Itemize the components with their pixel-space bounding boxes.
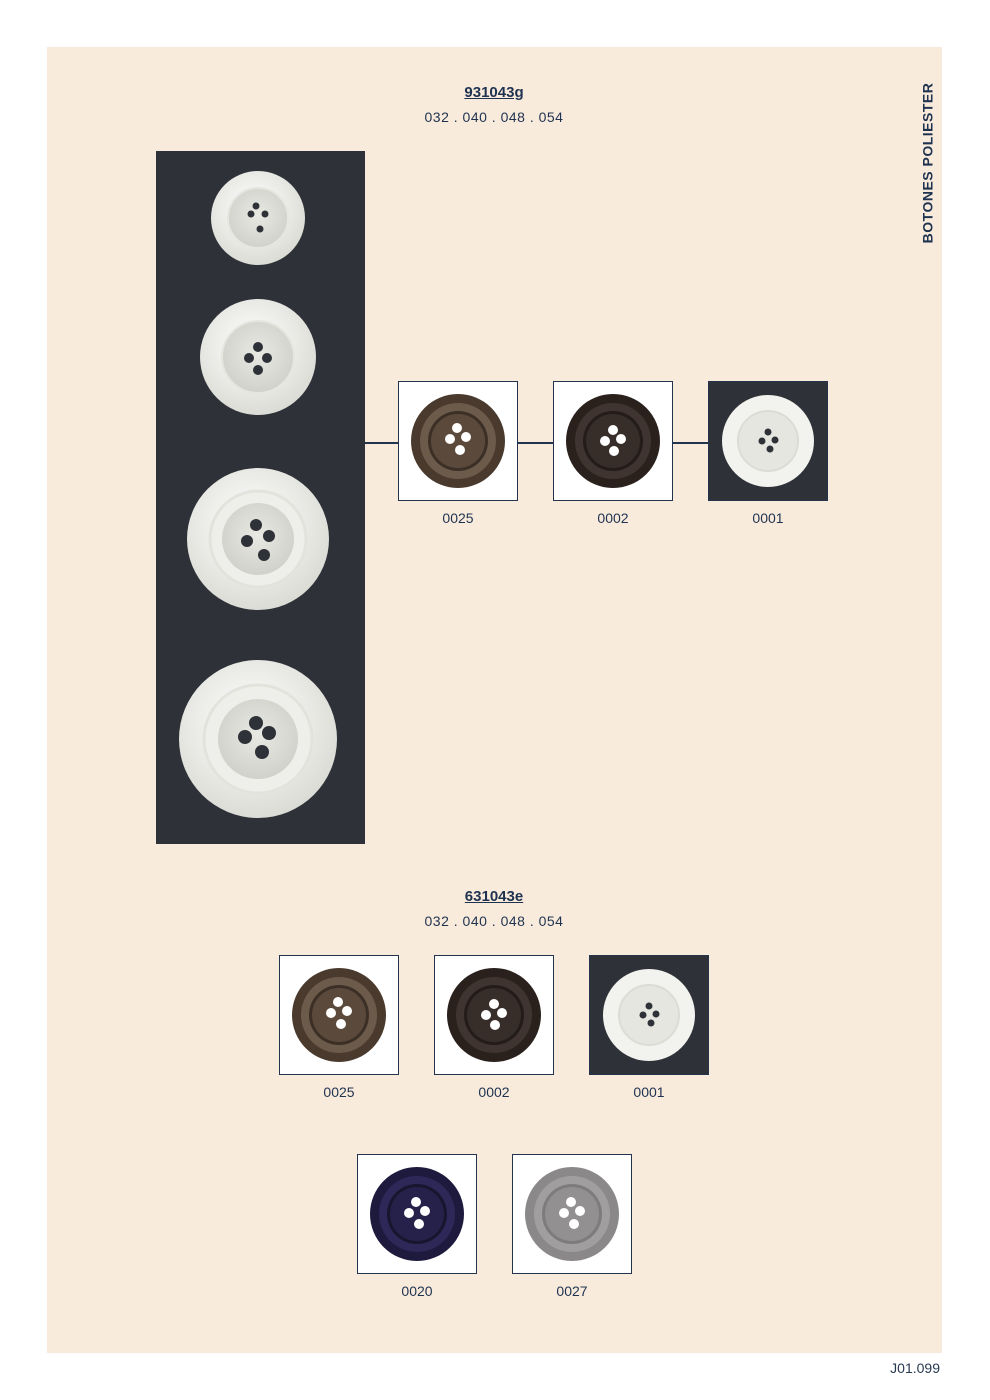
connector-line xyxy=(673,442,708,444)
size-list: 032 . 040 . 048 . 054 xyxy=(424,913,564,929)
swatch-code: 0027 xyxy=(556,1283,588,1299)
swatch-code: 0025 xyxy=(323,1084,355,1100)
brown-button xyxy=(292,968,386,1062)
page-number: J01.099 xyxy=(890,1360,940,1376)
swatch-code: 0001 xyxy=(633,1084,665,1100)
swatch-code: 0001 xyxy=(752,510,784,526)
button-size-040 xyxy=(200,299,316,415)
reference-title: 631043e xyxy=(464,888,524,905)
swatch-0025[interactable] xyxy=(279,955,399,1075)
swatch-0025[interactable] xyxy=(398,381,518,501)
size-range-panel xyxy=(156,151,365,844)
category-label: BOTONES POLIESTER xyxy=(914,72,940,254)
swatch-code: 0002 xyxy=(478,1084,510,1100)
button-size-032 xyxy=(211,171,305,265)
swatch-code: 0025 xyxy=(442,510,474,526)
dark-brown-button xyxy=(566,394,660,488)
connector-line xyxy=(365,442,398,444)
navy-button xyxy=(370,1167,464,1261)
swatch-0001[interactable] xyxy=(708,381,828,501)
swatch-code: 0020 xyxy=(401,1283,433,1299)
swatch-code: 0002 xyxy=(597,510,629,526)
reference-title: 931043g xyxy=(464,84,524,101)
swatch-0020[interactable] xyxy=(357,1154,477,1274)
connector-line xyxy=(518,442,553,444)
grey-button xyxy=(525,1167,619,1261)
swatch-0002[interactable] xyxy=(553,381,673,501)
dark-brown-button xyxy=(447,968,541,1062)
swatch-0001[interactable] xyxy=(589,955,709,1075)
swatch-0002[interactable] xyxy=(434,955,554,1075)
white-button-sizes xyxy=(179,171,337,818)
size-list: 032 . 040 . 048 . 054 xyxy=(424,109,564,125)
white-button xyxy=(603,969,695,1061)
category-label-text: BOTONES POLIESTER xyxy=(919,82,935,244)
brown-button xyxy=(411,394,505,488)
button-size-048 xyxy=(187,468,329,610)
swatch-0027[interactable] xyxy=(512,1154,632,1274)
white-button xyxy=(722,395,814,487)
button-size-054 xyxy=(179,660,337,818)
